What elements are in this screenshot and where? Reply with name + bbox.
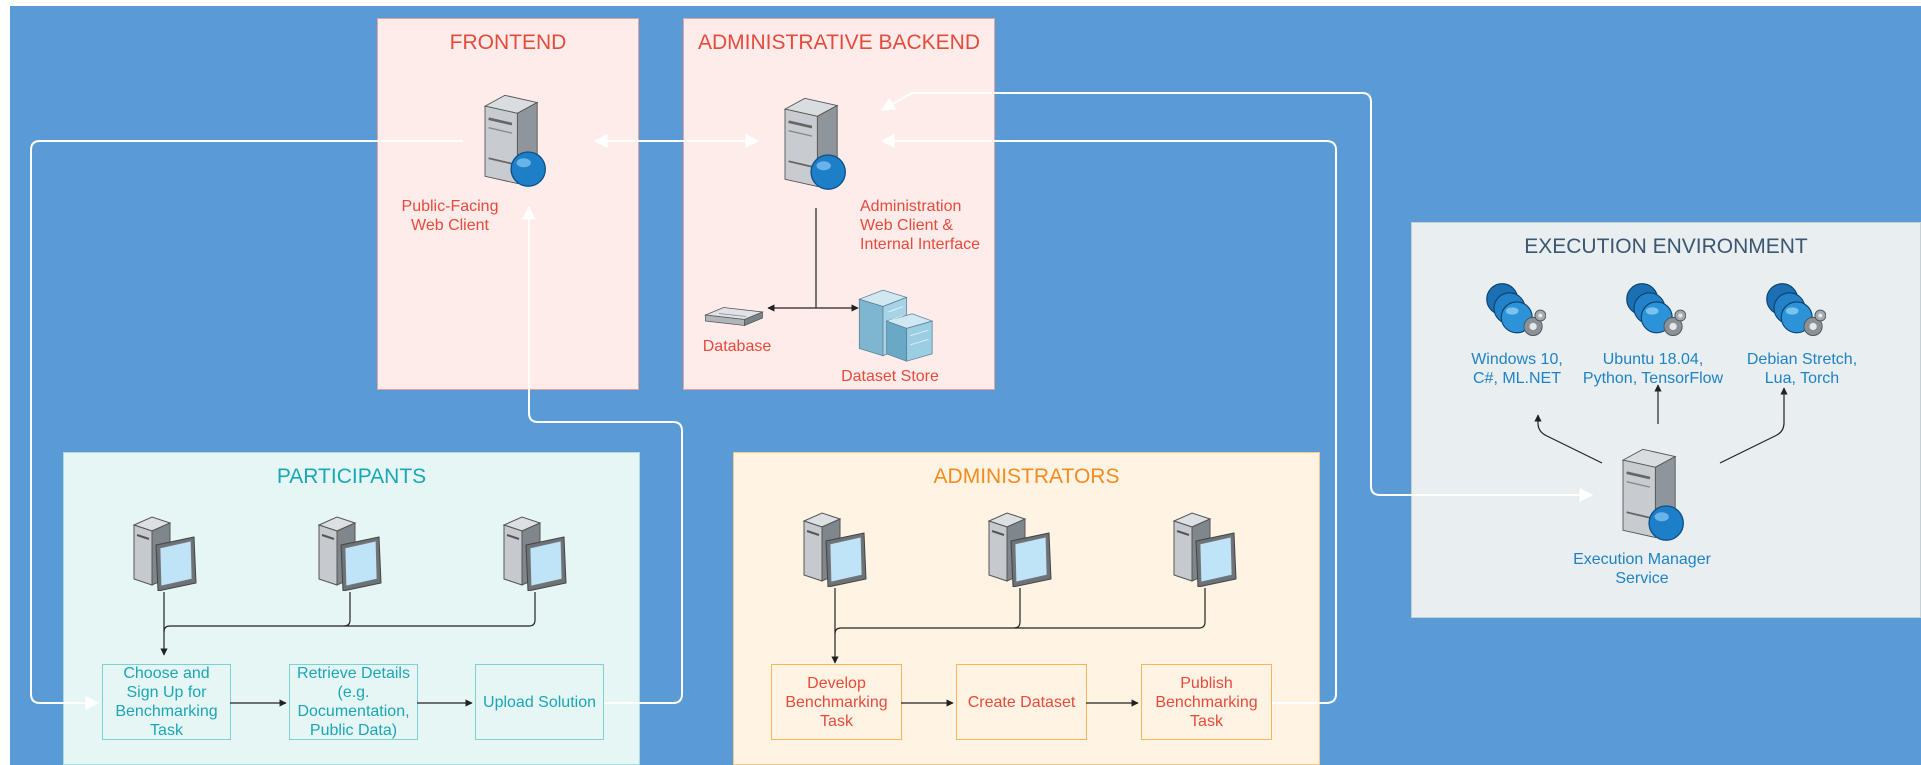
execution-manager-label: Execution Manager Service bbox=[1573, 551, 1711, 587]
step-develop-task: Develop Benchmarking Task bbox=[771, 664, 902, 740]
step-retrieve-details: Retrieve Details (e.g. Documentation, Pu… bbox=[289, 664, 418, 740]
backend-execution-connector bbox=[880, 92, 1594, 502]
database-label: Database bbox=[702, 338, 772, 355]
ubuntu-env-label: Ubuntu 18.04, Python, TensorFlow bbox=[1582, 351, 1724, 387]
manager-to-debian-arrow bbox=[1719, 387, 1788, 464]
debian-env-label: Debian Stretch, Lua, Torch bbox=[1746, 351, 1858, 387]
manager-to-windows-arrow bbox=[1534, 414, 1603, 464]
admin-ws3-connector bbox=[1014, 588, 1206, 629]
step-create-dataset: Create Dataset bbox=[956, 664, 1087, 740]
upload-to-frontend-connector bbox=[522, 205, 683, 704]
publish-to-backend-connector bbox=[880, 134, 1337, 704]
participant-ws3-connector bbox=[344, 592, 536, 627]
participant-ws2-connector bbox=[163, 592, 351, 633]
frontend-panel: FRONTEND Public-Facing Web Client bbox=[377, 18, 639, 390]
step-choose-task: Choose and Sign Up for Benchmarking Task bbox=[102, 664, 231, 740]
backend-title: ADMINISTRATIVE BACKEND bbox=[698, 31, 980, 54]
execution-title: EXECUTION ENVIRONMENT bbox=[1524, 235, 1808, 258]
step-publish-task: Publish Benchmarking Task bbox=[1141, 664, 1272, 740]
frontend-to-choose-connector bbox=[30, 140, 463, 710]
admin-ws2-connector bbox=[834, 588, 1021, 635]
participants-panel: PARTICIPANTS Choose and Sign Up for Benc… bbox=[63, 452, 640, 765]
frontend-title: FRONTEND bbox=[449, 31, 567, 54]
diagram-canvas: FRONTEND Public-Facing Web Client ADMINI… bbox=[10, 6, 1921, 765]
public-web-client-label: Public-Facing Web Client bbox=[401, 198, 499, 234]
connectors bbox=[30, 92, 1788, 710]
step-upload-solution: Upload Solution bbox=[475, 664, 604, 740]
participants-title: PARTICIPANTS bbox=[276, 465, 427, 488]
